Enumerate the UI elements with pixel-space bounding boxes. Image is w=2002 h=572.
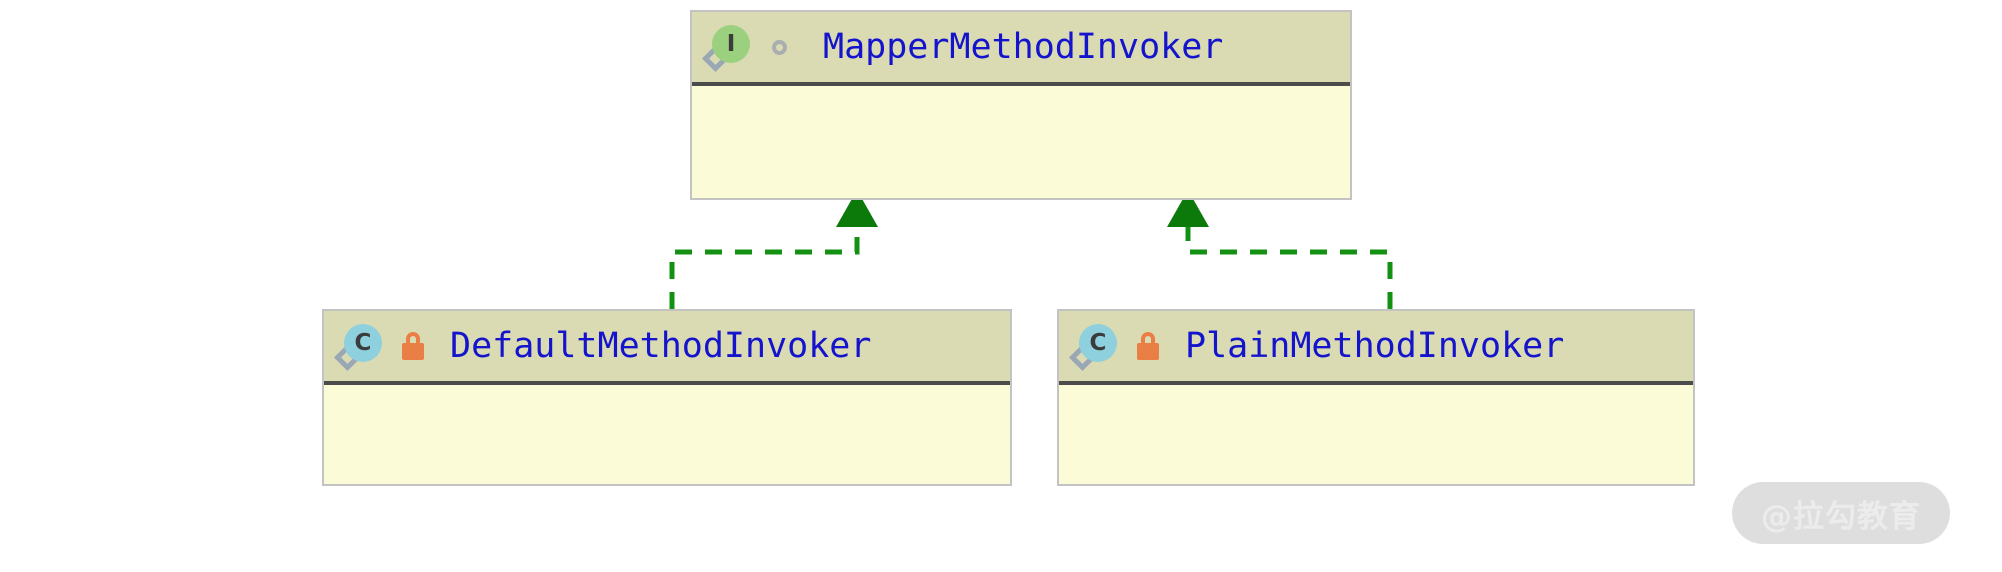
uml-node-interface[interactable]: I MapperMethodInvoker: [690, 10, 1352, 200]
uml-node-plain-method-invoker[interactable]: C PlainMethodInvoker: [1057, 309, 1695, 486]
lock-body: [402, 343, 424, 360]
edge-plain-to-mapper: [1167, 190, 1393, 309]
lock-shackle: [1141, 332, 1155, 346]
uml-node-members: [1059, 385, 1693, 484]
uml-node-members: [324, 385, 1010, 484]
public-ring-icon: [772, 39, 787, 55]
interface-letter-badge: I: [712, 25, 750, 63]
uml-node-default-method-invoker[interactable]: C DefaultMethodInvoker: [322, 309, 1012, 486]
uml-node-header: I MapperMethodInvoker: [692, 12, 1350, 86]
interface-icon: I: [702, 25, 750, 72]
lock-shackle: [406, 332, 420, 346]
edge-default-to-mapper: [669, 190, 878, 309]
lock-body: [1137, 343, 1159, 360]
class-letter-badge: C: [344, 324, 382, 362]
lock-icon: [1137, 332, 1159, 360]
uml-node-header: C PlainMethodInvoker: [1059, 311, 1693, 385]
class-letter-badge: C: [1079, 324, 1117, 362]
watermark-text: @拉勾教育: [1761, 498, 1921, 535]
uml-node-header: C DefaultMethodInvoker: [324, 311, 1010, 385]
uml-node-title: PlainMethodInvoker: [1185, 326, 1565, 366]
class-icon: C: [1069, 324, 1117, 371]
uml-node-members: [692, 86, 1350, 198]
class-icon: C: [334, 324, 382, 371]
watermark-badge: @拉勾教育: [1732, 482, 1950, 544]
lock-icon: [402, 332, 424, 360]
uml-node-title: DefaultMethodInvoker: [450, 326, 872, 366]
uml-node-title: MapperMethodInvoker: [823, 27, 1224, 67]
